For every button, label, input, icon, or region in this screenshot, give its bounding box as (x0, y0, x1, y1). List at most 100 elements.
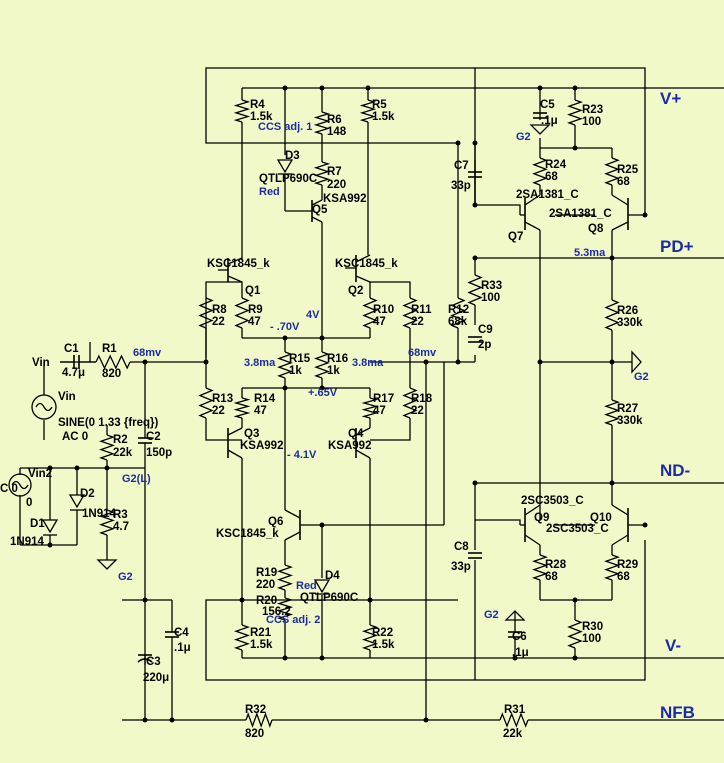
net-g2l: G2(L) (122, 473, 151, 485)
r2-resistor (99, 434, 115, 461)
r28-resistor (532, 554, 548, 581)
r27-name: R27 (617, 403, 638, 415)
source-line-1: SINE(0 1.33 {freq}) (58, 417, 159, 429)
r31-value: 22k (503, 728, 523, 740)
r17-value: 47 (373, 405, 386, 417)
source-line-4: 0 (26, 497, 32, 509)
c2-value: 150p (146, 447, 172, 459)
q7-name: Q7 (508, 231, 523, 243)
d4-name: D4 (325, 570, 340, 582)
c2-name: C2 (146, 431, 161, 443)
r6-name: R6 (327, 114, 342, 126)
component-labels: R1 820 R2 22k R3 4.7 R4 1.5k R5 1.5k R6 … (10, 99, 643, 740)
r10-name: R10 (373, 304, 394, 316)
annot-38ma-a: 3.8ma (244, 357, 276, 369)
r12-resistor (450, 297, 466, 329)
c5-value: .1μ (541, 115, 558, 127)
d4-note: Red (296, 580, 317, 592)
q10-model: 2SC3503_C (546, 523, 609, 535)
r8-resistor (198, 297, 214, 329)
q4-name: Q4 (348, 428, 364, 440)
source-line-2: AC 0 (62, 431, 88, 443)
gnd-g2-c6: G2 (484, 609, 499, 621)
net-vplus: V+ (660, 89, 681, 108)
r10-resistor (362, 297, 378, 329)
r15-name: R15 (289, 353, 311, 365)
r26-resistor (604, 299, 620, 331)
net-vin2: Vin2 (28, 468, 52, 480)
source-line-3: C 0 (0, 483, 18, 495)
resistors (95, 99, 620, 728)
r2-value: 22k (113, 447, 133, 459)
r26-name: R26 (617, 305, 638, 317)
q3-model: KSA992 (240, 440, 283, 452)
r25-resistor (604, 157, 620, 186)
r12-name: R12 (448, 304, 469, 316)
annot-065v: +.65V (308, 387, 338, 399)
r23-resistor (567, 99, 583, 126)
annot-68mv-b: 68mv (408, 347, 437, 359)
r16-resistor (314, 351, 330, 379)
capacitors (60, 112, 547, 663)
r14-value: 47 (254, 405, 267, 417)
gnd-g2-c5: G2 (516, 131, 531, 143)
r6-resistor (313, 111, 331, 135)
r14-resistor (233, 397, 251, 419)
transistors (218, 194, 629, 546)
r13-resistor (198, 387, 214, 419)
r29-value: 68 (617, 571, 630, 583)
r16-name: R16 (327, 353, 348, 365)
junction-dots (47, 85, 648, 723)
r33-value: 100 (481, 292, 500, 304)
r1-name: R1 (102, 343, 117, 355)
net-nfb: NFB (660, 703, 695, 722)
r25-value: 68 (617, 176, 630, 188)
d3-model: QTLP690C (259, 173, 317, 185)
r22-value: 1.5k (372, 639, 395, 651)
r27-value: 330k (617, 415, 643, 427)
q9-model: 2SC3503_C (521, 495, 584, 507)
r24-name: R24 (545, 159, 567, 171)
r7-resistor (313, 161, 331, 186)
r20-name: R20 (256, 595, 277, 607)
r19-name: R19 (256, 567, 277, 579)
c8-value: 33p (451, 561, 471, 573)
r4-value: 1.5k (250, 111, 273, 123)
r30-resistor (567, 619, 583, 649)
r4-name: R4 (250, 99, 265, 111)
net-ndminus: ND- (660, 461, 690, 480)
r26-value: 330k (617, 317, 643, 329)
d3-note: Red (259, 186, 280, 198)
r2-name: R2 (113, 434, 128, 446)
net-vin-source: Vin (58, 391, 76, 403)
d1-name: D1 (30, 518, 45, 530)
c1-name: C1 (64, 343, 79, 355)
c7-value: 33p (451, 180, 471, 192)
q2-name: Q2 (348, 285, 363, 297)
gnd-g2-right: G2 (634, 371, 649, 383)
annot-4v: 4V (306, 309, 320, 321)
r13-value: 22 (212, 405, 225, 417)
r11-name: R11 (411, 304, 432, 316)
r15-resistor (277, 351, 293, 379)
r6-value: 148 (327, 126, 347, 138)
r5-name: R5 (372, 99, 387, 111)
r18-name: R18 (411, 393, 433, 405)
d3-name: D3 (285, 150, 300, 162)
r30-name: R30 (582, 621, 603, 633)
r32-value: 820 (245, 728, 264, 740)
net-vin-left: Vin (32, 357, 50, 369)
gnd-g2-left: G2 (118, 571, 133, 583)
c8-name: C8 (454, 541, 469, 553)
r23-value: 100 (582, 116, 601, 128)
r32-resistor (245, 712, 273, 728)
q8-name: Q8 (588, 223, 604, 235)
r27-resistor (604, 399, 620, 426)
r28-name: R28 (545, 559, 567, 571)
annot-ccs2: CCS adj. 2 (266, 614, 320, 626)
net-vminus: V- (665, 636, 681, 655)
q6-name: Q6 (268, 516, 283, 528)
wires (19, 67, 724, 721)
r29-name: R29 (617, 559, 638, 571)
r21-name: R21 (250, 627, 272, 639)
